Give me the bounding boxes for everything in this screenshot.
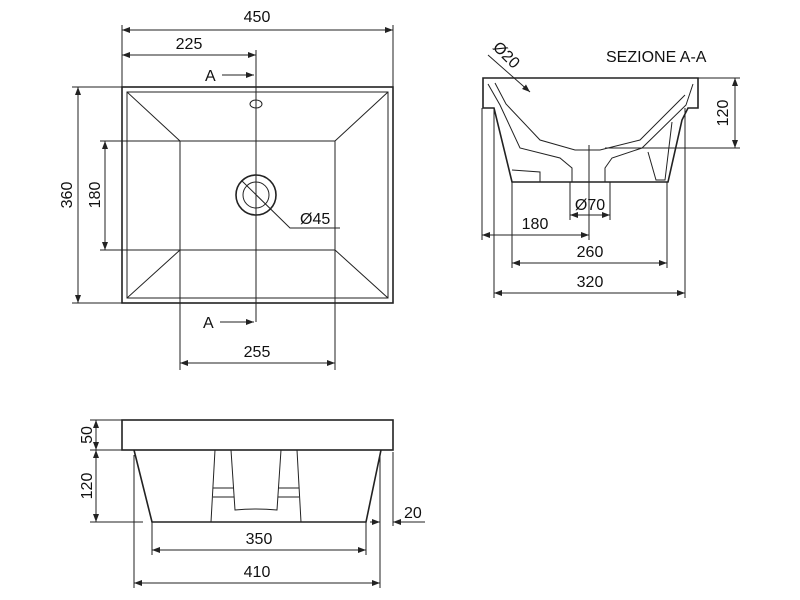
- dim-inner-width: 255: [244, 344, 271, 361]
- dim-rim: 50: [79, 426, 96, 444]
- top-view: 450 225 A A 360 180 Ø45 255: [59, 9, 394, 370]
- section-view: SEZIONE A-A Ø20 120 Ø70 180 260 320: [481, 39, 740, 298]
- dim-section-height: 120: [715, 100, 732, 127]
- dim-section-drain: Ø70: [575, 197, 605, 214]
- front-view: 50 120 350 410 20: [79, 419, 425, 588]
- dim-drain: Ø45: [300, 211, 330, 228]
- dim-taper: 20: [404, 505, 422, 522]
- dim-overflow: Ø20: [489, 39, 522, 72]
- dim-width: 450: [244, 9, 271, 26]
- dim-base: 350: [246, 531, 273, 548]
- section-mark-top: A: [205, 68, 216, 85]
- dim-inner-depth: 180: [87, 182, 104, 209]
- dim-section-body: 320: [577, 274, 604, 291]
- dim-section-foot: 260: [577, 244, 604, 261]
- dim-section-offset: 180: [522, 216, 549, 233]
- dim-front-height: 120: [79, 473, 96, 500]
- section-title: SEZIONE A-A: [606, 49, 707, 66]
- dim-depth: 360: [59, 182, 76, 209]
- section-mark-bottom: A: [203, 315, 214, 332]
- dim-body: 410: [244, 564, 271, 581]
- dim-half-width: 225: [176, 36, 203, 53]
